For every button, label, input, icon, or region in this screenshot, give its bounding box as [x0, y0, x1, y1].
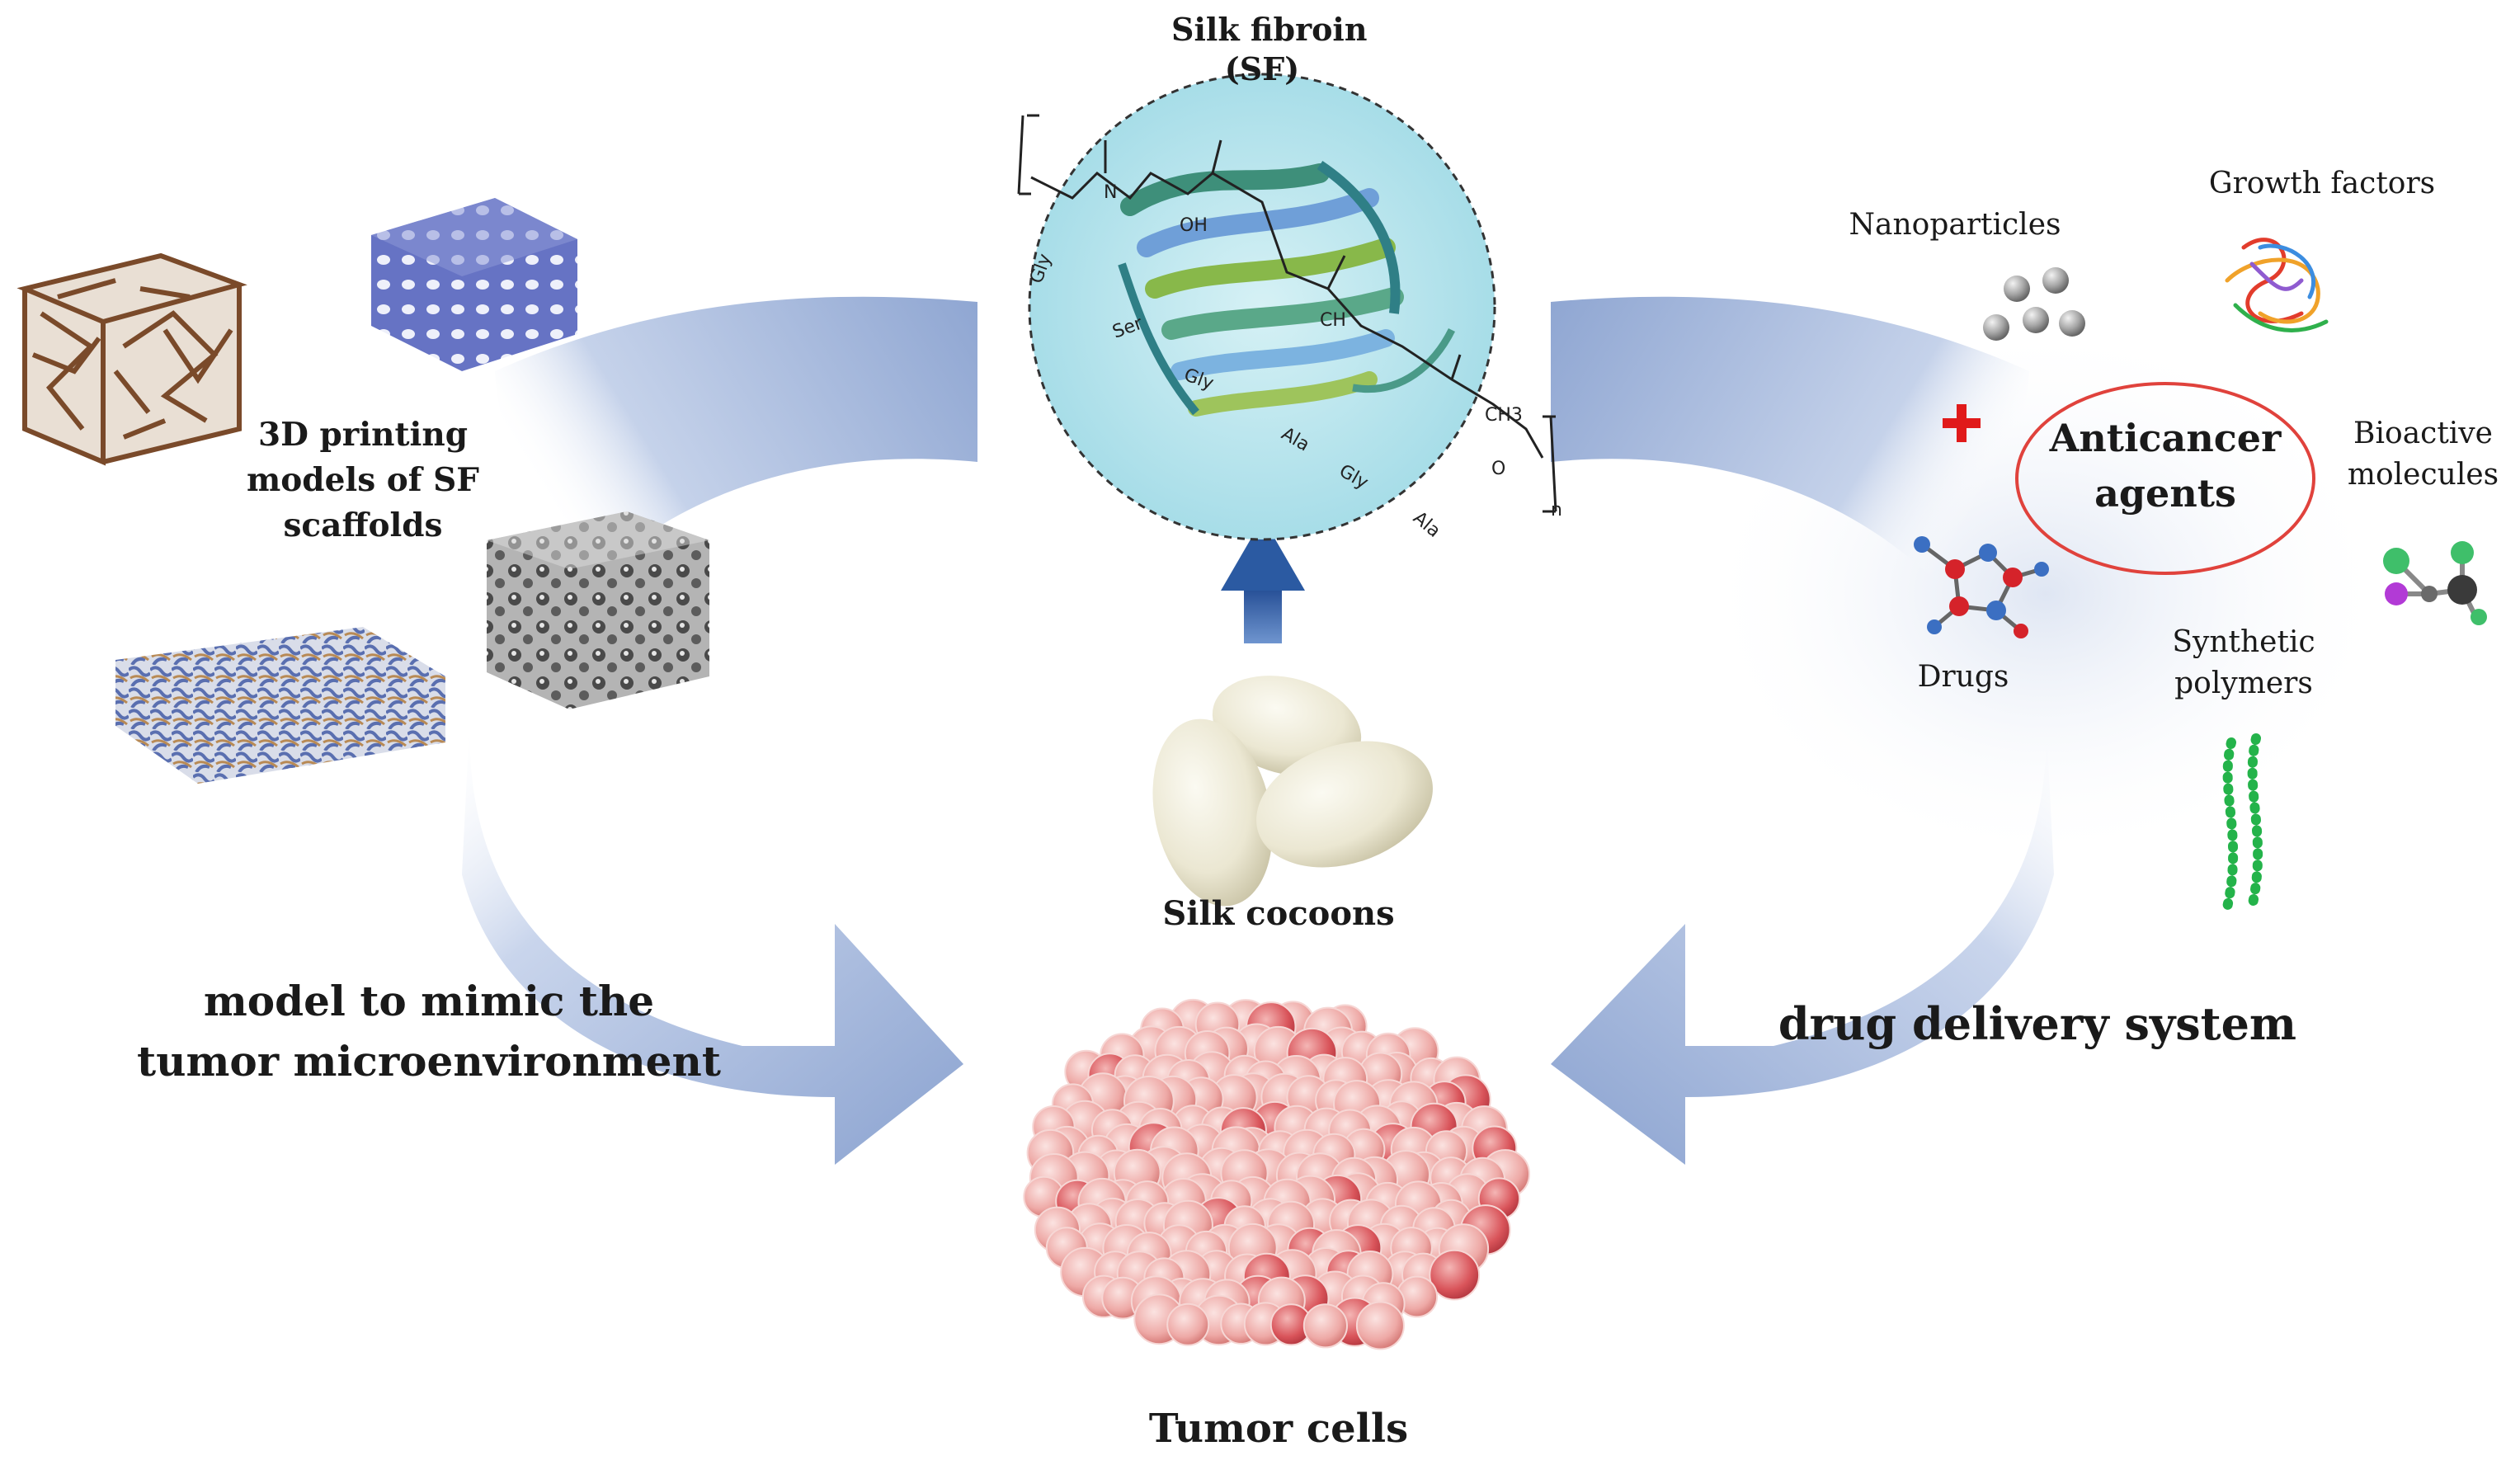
up-arrow-icon — [1221, 518, 1305, 643]
arrow-bottom-left — [462, 709, 963, 1165]
scaffold-porous-icon — [487, 511, 709, 709]
synthetic-label-line1: Synthetic — [2172, 625, 2315, 659]
silk-cocoon-icon — [1152, 676, 1433, 907]
bioactive-label-line2: molecules — [2347, 458, 2499, 492]
silk-fibroin-abbr: (SF) — [1224, 50, 1300, 87]
tumor-model-label-line2: tumor microenvironment — [137, 1037, 721, 1086]
drug-delivery-label: drug delivery system — [1778, 997, 2297, 1050]
growth-factor-icon — [2225, 238, 2329, 332]
group-nh: N — [1104, 182, 1117, 203]
drugs-label: Drugs — [1917, 660, 2009, 694]
scaffolds-label-line3: scaffolds — [283, 506, 443, 544]
arrow-top-right — [1551, 296, 2029, 610]
growth-factors-label: Growth factors — [2208, 167, 2436, 200]
silk-cocoons-label: Silk cocoons — [1162, 894, 1395, 933]
plus-icon — [1943, 404, 1981, 442]
tumor-cell — [1302, 1303, 1349, 1349]
arrow-bottom-right — [1551, 709, 2054, 1165]
group-ch3: CH3 — [1485, 405, 1523, 426]
synthetic-label-line2: polymers — [2174, 667, 2313, 700]
group-ch-1: CH — [1320, 310, 1346, 331]
nanoparticles-label: Nanoparticles — [1849, 208, 2061, 242]
scaffolds-label-line2: models of SF — [247, 461, 479, 499]
scaffold-lattice-icon — [371, 198, 577, 371]
tumor-cell — [1166, 1302, 1210, 1346]
anticancer-label-line2: agents — [2094, 471, 2236, 516]
silk-fibroin-title: Silk fibroin — [1171, 11, 1368, 48]
group-o: O — [1491, 459, 1505, 479]
tumor-cell-cluster-icon — [1023, 998, 1531, 1350]
drug-molecule-icon — [1914, 536, 2049, 638]
tumor-cell — [1429, 1249, 1481, 1301]
anticancer-label-line1: Anticancer — [2049, 416, 2282, 460]
nanoparticles-icon — [1983, 267, 2085, 341]
tumor-model-label-line1: model to mimic the — [203, 977, 655, 1025]
protein-structure-icon: Gly Ser Gly Ala Gly Ala OH CH CH3 n N O — [1017, 73, 1562, 542]
bioactive-molecule-icon — [2383, 541, 2487, 625]
anticancer-ring — [2015, 382, 2315, 575]
tumor-cells-label: Tumor cells — [1148, 1406, 1409, 1452]
tumor-cell — [1355, 1301, 1405, 1350]
scaffolds-label-line1: 3D printing — [258, 416, 468, 454]
residue-ala-2: Ala — [1409, 507, 1444, 541]
bioactive-label-line1: Bioactive — [2353, 417, 2493, 450]
group-oh: OH — [1180, 215, 1208, 236]
scaffold-mesh-icon — [115, 627, 445, 784]
synthetic-polymer-icon — [2222, 733, 2263, 912]
scaffold-cube-icon — [16, 252, 247, 466]
